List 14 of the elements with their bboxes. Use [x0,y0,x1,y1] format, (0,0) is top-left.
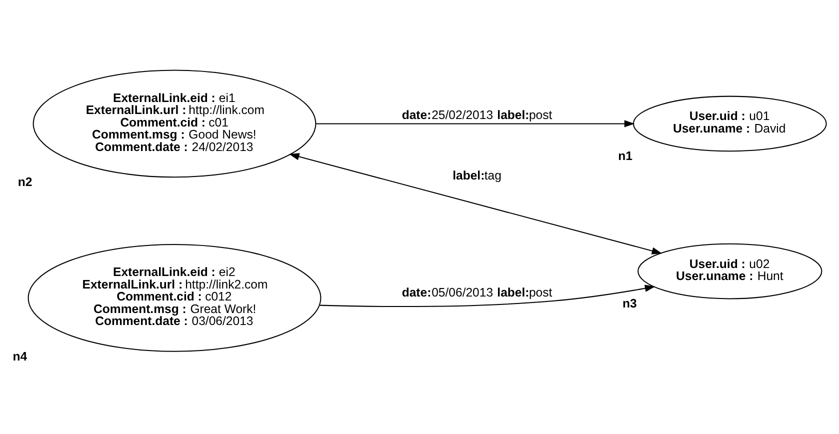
node-ellipse: ExternalLink.eid : ei1 ExternalLink.url : http://link.com Comment.cid : c01 Comment.msg : Good News! Comment.date : 24/02/2013 [32,69,316,178]
node-label: n4 [12,348,28,363]
edge-label: date:05/06/2013 label:post [402,285,552,300]
arrow [289,152,662,254]
arrow [316,120,635,127]
node-label: n1 [618,148,632,163]
arrow [320,284,656,307]
edge-label: date:25/02/2013 label:post [402,108,552,122]
node-ellipse: ExternalLink.eid : ei2 ExternalLink.url : http://link2.com Comment.cid : c012 Comment.msg : Great Work! Comment.date : 03/06/2013 [28,243,322,352]
node-ellipse: User.uid : u02 User.uname : Hunt [638,242,822,299]
edge-label: label:tag [452,168,502,182]
node-label: n2 [18,174,32,189]
node-ellipse: User.uid : u01 User.uname : David [632,95,827,152]
node-label: n3 [622,296,637,310]
